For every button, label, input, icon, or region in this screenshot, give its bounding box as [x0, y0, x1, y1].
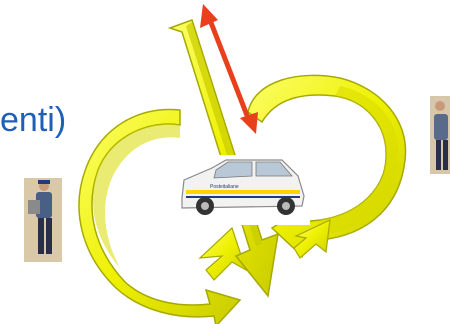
right-postman-icon: [430, 96, 450, 174]
delivery-van-icon: Posteitaliane: [172, 155, 310, 225]
left-postman-icon: [24, 178, 62, 262]
van-logo-text: Posteitaliane: [210, 184, 239, 190]
